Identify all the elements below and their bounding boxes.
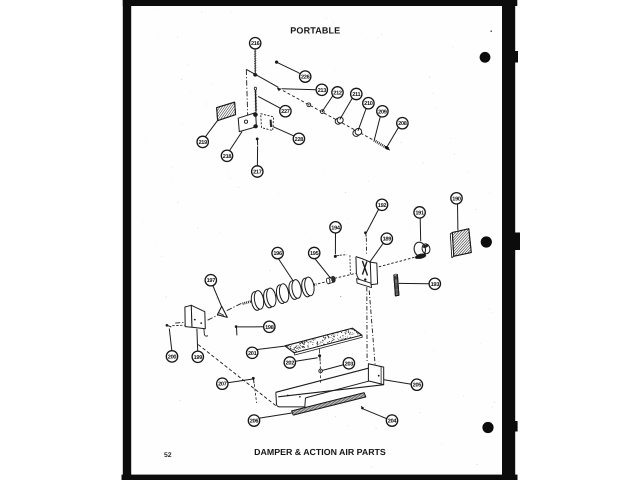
svg-text:210: 210 [364,101,373,107]
svg-text:192: 192 [378,203,387,209]
svg-text:203: 203 [345,361,354,367]
svg-text:DAMPER & ACTION AIR PARTS: DAMPER & ACTION AIR PARTS [254,447,386,457]
svg-text:228: 228 [295,137,304,143]
svg-text:200: 200 [168,354,177,360]
svg-text:207: 207 [218,382,227,388]
svg-text:202: 202 [286,361,295,367]
svg-text:196: 196 [273,251,282,257]
svg-text:204: 204 [388,419,398,425]
svg-text:201: 201 [248,351,257,357]
svg-text:208: 208 [398,121,407,127]
svg-text:190: 190 [452,196,461,202]
svg-text:213: 213 [318,88,327,94]
svg-text:206: 206 [250,419,259,425]
svg-text:197: 197 [207,278,216,284]
svg-text:199: 199 [194,355,203,361]
svg-text:194: 194 [331,225,341,231]
svg-text:209: 209 [378,109,387,115]
svg-text:193: 193 [431,282,440,288]
svg-text:219: 219 [198,140,207,146]
svg-text:52: 52 [164,452,172,459]
svg-text:191: 191 [415,210,424,216]
svg-text:PORTABLE: PORTABLE [290,25,340,35]
svg-text:217: 217 [253,170,262,176]
svg-text:205: 205 [413,383,422,389]
svg-text:216: 216 [251,41,260,47]
svg-text:227: 227 [281,109,290,115]
svg-text:226: 226 [301,75,310,81]
svg-text:195: 195 [310,251,319,257]
svg-text:198: 198 [265,325,274,331]
svg-text:189: 189 [383,237,392,243]
svg-text:211: 211 [352,92,360,98]
svg-text:218: 218 [223,154,232,160]
svg-text:212: 212 [333,90,342,96]
